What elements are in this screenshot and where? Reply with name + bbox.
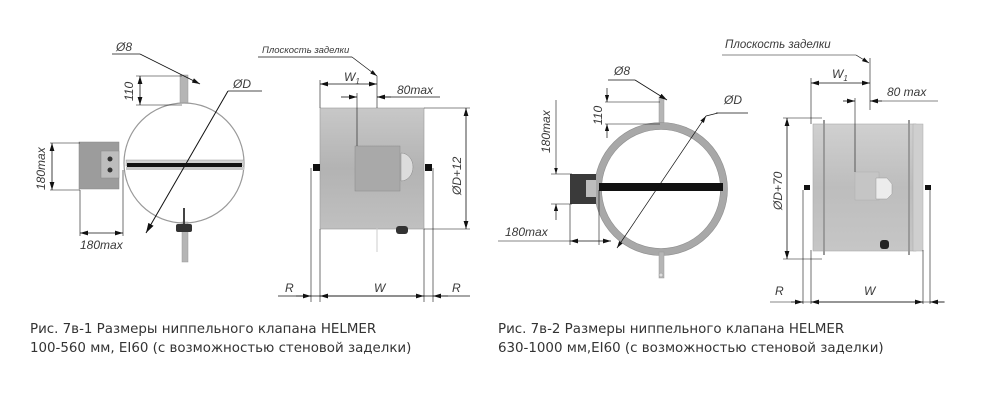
fig1-r-left-label: R — [285, 281, 294, 295]
fig1-caption-line1: Рис. 7в-1 Размеры ниппельного клапана HE… — [30, 322, 377, 337]
fig1-pin-height-label: 110 — [122, 82, 136, 101]
handle-knob — [176, 224, 192, 232]
fig2-side-view: Плоскость заделки W1 80 max ØD+70 R W — [722, 39, 945, 305]
fig2-mounting-plane-label: Плоскость заделки — [725, 39, 831, 51]
fig1-front-view: ØD Ø8 110 180max 180max — [34, 40, 262, 263]
fig1-offset-label: 80max — [397, 83, 434, 97]
fig1-r-right-label: R — [452, 281, 461, 295]
fig2-width-label: W — [864, 284, 877, 298]
diameter-line — [145, 90, 229, 234]
fig1-caption: Рис. 7в-1 Размеры ниппельного клапана HE… — [30, 320, 411, 358]
damper-blade — [599, 183, 723, 191]
fig2-actuator-height-label: 180max — [539, 109, 553, 153]
fig1-actuator-width-label: 180max — [80, 238, 124, 252]
diameter-line — [616, 115, 707, 249]
fig2-pin-height-label: 110 — [591, 106, 605, 125]
fig2-caption-line1: Рис. 7в-2 Размеры ниппельного клапана HE… — [498, 322, 845, 337]
fig1-width-label: W — [374, 281, 387, 295]
fig1-actuator-height-label: 180max — [34, 146, 48, 190]
fig2-offset-label: 80 max — [887, 85, 927, 99]
fig2-w1-label: W1 — [832, 67, 848, 83]
fig2-caption-line2: 630-1000 мм,EI60 (с возможностью стеново… — [498, 341, 884, 356]
fig1-diameter-label: ØD — [232, 77, 251, 91]
fig2-caption: Рис. 7в-2 Размеры ниппельного клапана HE… — [498, 320, 884, 358]
damper-blade — [127, 163, 242, 167]
fig2-r-left-label: R — [775, 284, 784, 298]
fig1-caption-line2: 100-560 мм, EI60 (с возможностью стеново… — [30, 341, 412, 356]
fig1-w1-label: W1 — [344, 70, 360, 86]
fig2-outer-diameter-label: ØD+70 — [771, 171, 785, 211]
fig1-mounting-plane-label: Плоскость заделки — [262, 45, 350, 56]
fig2-front-view: ØD Ø8 110 180max 180max — [498, 64, 748, 279]
fig1-side-view: Плоскость заделки W1 80max ØD+12 R W R — [258, 45, 470, 302]
fig2-actuator-width-label: 180max — [505, 225, 549, 239]
fig2-pin-diameter-label: Ø8 — [613, 64, 630, 78]
actuator-plate — [854, 171, 880, 201]
fig1-pin-diameter-label: Ø8 — [115, 40, 132, 54]
fig1-outer-diameter-label: ØD+12 — [450, 156, 464, 196]
actuator-plate — [354, 145, 401, 192]
fig2-diameter-label: ØD — [723, 93, 742, 107]
top-pin — [658, 96, 665, 126]
